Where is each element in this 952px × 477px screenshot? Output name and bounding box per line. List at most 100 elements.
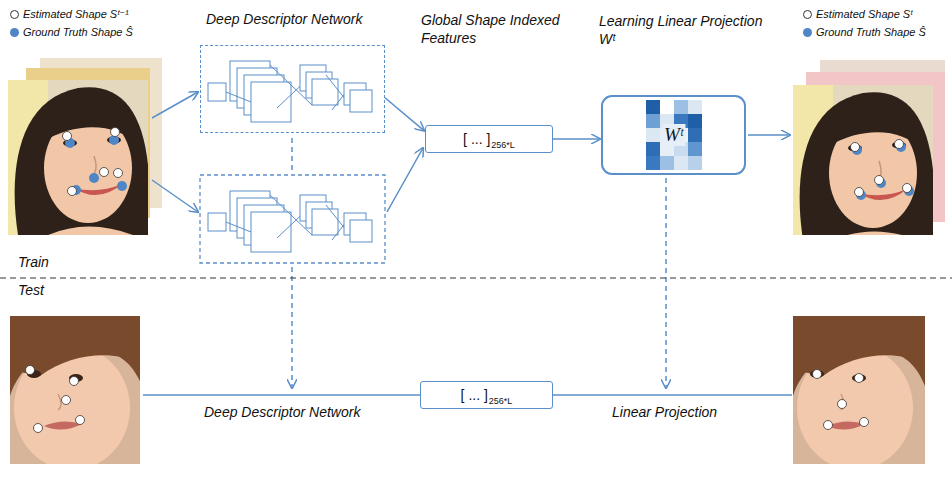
flow-arrows <box>291 267 293 388</box>
projection-matrix <box>660 100 674 114</box>
test-input-photo <box>26 366 35 375</box>
legend-symbol <box>803 10 812 19</box>
descriptor-network-box <box>200 175 385 263</box>
train-landmarks <box>63 132 72 141</box>
feature-vector: [ ... ] <box>461 387 488 403</box>
train-landmarks <box>100 168 109 177</box>
test-input-photo <box>34 424 43 433</box>
vector-size: 256*L <box>489 396 513 406</box>
projection-matrix <box>646 100 660 114</box>
vector-size: 256*L <box>491 140 515 150</box>
test-input-photo <box>10 316 140 464</box>
legend-text: Estimated Shape Sᵗ <box>816 8 912 20</box>
network-drawing <box>208 61 372 122</box>
projection-matrix <box>688 142 702 156</box>
projection-matrix <box>646 114 660 128</box>
train-output-photos <box>793 85 933 235</box>
projection-matrix <box>688 114 702 128</box>
legend-entry: Estimated Shape Sᵗ <box>803 8 912 20</box>
projection-matrix <box>674 156 688 170</box>
projection-matrix <box>646 142 660 156</box>
test-input-photo <box>70 377 79 386</box>
section-heading: Global Shape Indexed Features <box>421 11 586 47</box>
flow-arrows <box>152 180 198 212</box>
box-content: [ ... ]256*L <box>461 387 513 403</box>
section-label: Test <box>16 282 46 298</box>
legend-entry: Estimated Shape Sᵗ⁻¹ <box>10 8 129 21</box>
flow-arrows <box>152 92 198 118</box>
test-input-photo <box>10 316 140 464</box>
section-heading: Learning Linear Projection Wᵗ <box>599 12 764 48</box>
legend-swatch <box>803 28 812 37</box>
test-output-photo <box>813 370 822 379</box>
step-label: Deep Descriptor Network <box>202 404 362 420</box>
feature-vector-box: [ ... ]256*L <box>420 381 553 409</box>
flow-arrows <box>553 394 792 396</box>
projection-matrix <box>688 156 702 170</box>
legend-entry: Ground Truth Shape Ŝ <box>10 26 133 38</box>
flow-arrows <box>387 148 423 212</box>
section-label: Train <box>16 254 51 270</box>
step-label: Linear Projection <box>610 404 719 420</box>
projection-matrix <box>646 156 660 170</box>
train-input-photos <box>8 80 148 235</box>
test-input-photo <box>76 416 85 425</box>
train-landmarks <box>63 128 128 196</box>
test-input-photo <box>10 316 142 470</box>
projection-matrix <box>674 100 688 114</box>
test-output-photo <box>793 316 925 464</box>
matrix-symbol: Wᵗ <box>662 124 685 146</box>
feature-vector-box: Global Shape Indexed Features[ ... ]256*… <box>425 125 553 153</box>
train-input-photos <box>8 45 162 236</box>
section-heading: Deep Descriptor Network <box>206 10 406 28</box>
network-drawing <box>208 191 372 252</box>
test-input-photo <box>62 396 71 405</box>
projection-matrix <box>688 128 702 142</box>
train-landmarks <box>117 181 127 191</box>
flow-arrows <box>665 178 667 388</box>
network-drawing <box>208 61 372 252</box>
flow-arrow <box>553 138 600 140</box>
flow-arrows <box>143 394 420 396</box>
feature-vector: [ ... ] <box>463 131 490 147</box>
legend-entry: Ground Truth Shape Ŝ <box>803 26 926 38</box>
flow-arrow <box>385 98 424 131</box>
test-output-photo <box>824 421 833 430</box>
flow-arrows <box>748 134 790 136</box>
flow-arrows <box>291 138 293 171</box>
test-output-photo <box>793 316 925 464</box>
train-test-separator <box>0 278 952 279</box>
legend-symbol <box>10 10 19 19</box>
output-landmarks <box>875 176 884 185</box>
train-output-photos <box>793 85 933 235</box>
train-landmarks <box>89 173 99 183</box>
projection-matrix <box>688 100 702 114</box>
legend-text: Estimated Shape Sᵗ⁻¹ <box>23 8 129 21</box>
train-landmarks <box>68 187 77 196</box>
output-landmarks <box>851 143 860 152</box>
output-landmarks <box>903 184 912 193</box>
test-output-photo <box>793 316 925 470</box>
legend-text: Ground Truth Shape Ŝ <box>23 26 133 38</box>
train-landmarks <box>114 169 123 178</box>
test-output-photo <box>855 374 864 383</box>
legend-text: Ground Truth Shape Ŝ <box>816 26 926 38</box>
projection-matrix <box>646 100 702 170</box>
projection-matrix <box>660 156 674 170</box>
test-output-photo <box>838 400 847 409</box>
box-content: Wᵗ <box>662 124 685 146</box>
train-landmarks <box>111 128 120 137</box>
output-landmarks <box>895 140 904 149</box>
test-output-photo <box>860 418 869 427</box>
projection-matrix <box>646 128 660 142</box>
box-content: [ ... ]256*L <box>463 131 515 147</box>
flow-arrows <box>143 92 792 395</box>
legend-swatch <box>10 28 19 37</box>
train-output-photos <box>793 60 945 240</box>
descriptor-network-box: Deep Descriptor Network <box>200 45 385 133</box>
train-input-photos <box>8 80 148 235</box>
